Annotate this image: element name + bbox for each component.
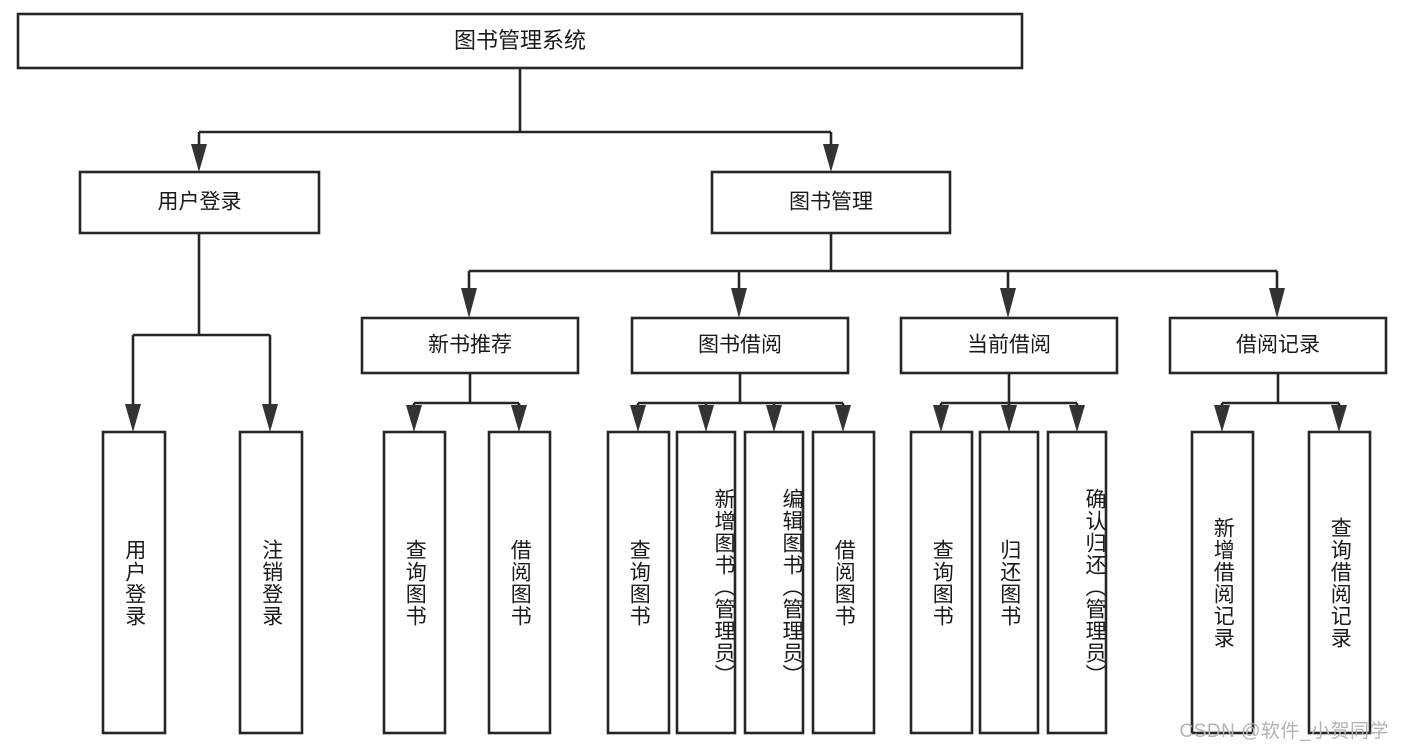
arrow-head-icon <box>1000 288 1016 318</box>
node-leaf-logout[interactable] <box>238 430 304 735</box>
connector-root-to-level1 <box>191 68 839 172</box>
arrow-head-icon <box>1069 405 1085 432</box>
node-borrow-record[interactable]: 借阅记录 <box>1168 316 1388 375</box>
arrow-head-icon <box>1331 405 1347 432</box>
node-leaf-query-record[interactable] <box>1307 430 1372 735</box>
connector-book-manage-to-level2 <box>461 233 1285 318</box>
node-book-borrow[interactable]: 图书借阅 <box>630 316 850 375</box>
csdn-watermark: CSDN @软件_小贺同学 <box>1179 721 1389 742</box>
arrow-head-icon <box>461 288 477 318</box>
node-leaf-confirm-return[interactable] <box>1046 430 1108 735</box>
node-leaf-query-book-1[interactable] <box>382 430 447 735</box>
node-user-login-label: 用户登录 <box>158 191 242 214</box>
arrow-head-icon <box>933 405 949 432</box>
arrow-head-icon <box>731 288 747 318</box>
connector-borrow-record-to-leaves <box>1214 373 1347 432</box>
arrow-head-icon <box>125 404 141 432</box>
node-leaf-query-book-2[interactable] <box>606 430 671 735</box>
node-root[interactable]: 图书管理系统 <box>16 12 1024 70</box>
arrow-head-icon <box>698 405 714 432</box>
connector-current-borrow-to-leaves <box>933 373 1085 432</box>
node-current-borrow[interactable]: 当前借阅 <box>899 316 1119 375</box>
arrow-head-icon <box>262 404 278 432</box>
node-book-borrow-label: 图书借阅 <box>698 334 782 357</box>
node-book-manage[interactable]: 图书管理 <box>710 170 952 235</box>
arrow-head-icon <box>630 405 646 432</box>
node-leaf-add-book[interactable] <box>675 430 737 735</box>
arrow-head-icon <box>406 405 422 432</box>
node-leaf-user-login[interactable] <box>101 430 167 735</box>
node-leaf-edit-book[interactable] <box>743 430 805 735</box>
node-current-borrow-label: 当前借阅 <box>967 334 1051 357</box>
node-new-book-recommend[interactable]: 新书推荐 <box>360 316 580 375</box>
node-leaf-borrow-book-2[interactable] <box>811 430 876 735</box>
arrow-head-icon <box>1269 288 1285 318</box>
node-leaf-query-book-3[interactable] <box>909 430 974 735</box>
node-leaf-add-record[interactable] <box>1190 430 1255 735</box>
arrow-head-icon <box>823 144 839 172</box>
node-leaf-return-book[interactable] <box>978 430 1040 735</box>
node-leaf-borrow-book-1[interactable] <box>487 430 552 735</box>
connector-user-login-to-leaves <box>125 233 278 432</box>
node-borrow-record-label: 借阅记录 <box>1236 334 1320 357</box>
arrow-head-icon <box>511 405 527 432</box>
node-root-label: 图书管理系统 <box>454 28 586 53</box>
connector-book-borrow-to-leaves <box>630 373 851 432</box>
connector-new-book-recommend-to-leaves <box>406 373 527 432</box>
node-user-login[interactable]: 用户登录 <box>78 170 321 235</box>
node-new-book-recommend-label: 新书推荐 <box>428 334 512 357</box>
arrow-head-icon <box>766 405 782 432</box>
arrow-head-icon <box>1214 405 1230 432</box>
node-book-manage-label: 图书管理 <box>789 191 873 214</box>
arrow-head-icon <box>835 405 851 432</box>
arrow-head-icon <box>1001 405 1017 432</box>
arrow-head-icon <box>191 144 207 172</box>
